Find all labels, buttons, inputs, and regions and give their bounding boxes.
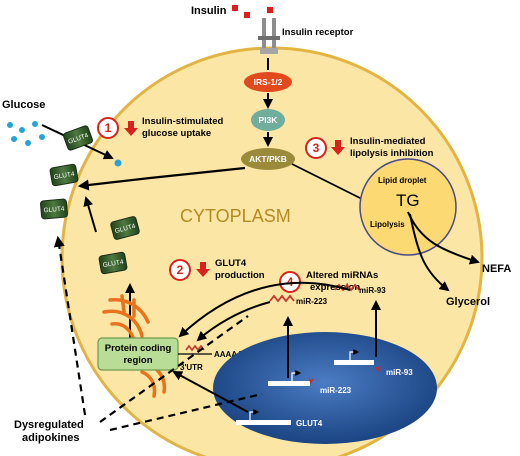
- glucose-molecules: [7, 121, 122, 167]
- effect-3: 3 Insulin-mediated lipolysis inhibition: [305, 136, 434, 159]
- glucose-label: Glucose: [2, 99, 45, 111]
- pi3k-node: [251, 109, 285, 131]
- utr-label: 3'UTR: [180, 363, 203, 372]
- effect-3-line1: Insulin-mediated: [350, 136, 426, 147]
- adipokines-line2: adipokines: [22, 432, 79, 444]
- effect-2-badge: [169, 259, 191, 281]
- glut4-vesicles: GLUT4 GLUT4: [98, 216, 140, 275]
- akt-label: AKT/PKB: [249, 154, 287, 164]
- glycerol-arrow: [409, 213, 450, 292]
- lipid-droplet-label: Lipid droplet: [378, 176, 427, 185]
- insulin-molecules: [232, 5, 273, 18]
- effect-2-line1: GLUT4: [215, 258, 247, 269]
- glut4-label: GLUT4: [102, 259, 124, 270]
- effect-1-line1: Insulin-stimulated: [142, 116, 223, 127]
- altered-expression-icon: [308, 378, 314, 384]
- akt-node: [241, 148, 295, 170]
- glut4-transcription-arrow: [172, 371, 249, 413]
- effect-3-badge: [305, 137, 327, 159]
- vesicle-translocation-arrow: [83, 196, 97, 233]
- insulin-receptor: [258, 18, 280, 54]
- effect-3-number: 3: [313, 141, 320, 155]
- glut4-label: GLUT4: [53, 171, 75, 182]
- glut4-membrane-transporters: GLUT4 GLUT4 GLUT4: [40, 125, 93, 220]
- adipokines-line1: Dysregulated: [14, 419, 84, 431]
- pi3k-label: PI3K: [259, 115, 279, 125]
- mir223-top-label: miR-223: [296, 297, 328, 306]
- effect-4-line2: expression: [310, 282, 360, 293]
- gene-mir93: [334, 349, 374, 365]
- altered-expression-icon: [375, 366, 381, 372]
- effect-4-line1: Altered miRNAs: [306, 270, 378, 281]
- mir93-to-utr-arrow: [178, 281, 351, 338]
- effect-2: 2 GLUT4 production: [169, 258, 265, 281]
- lipid-droplet: [359, 158, 457, 256]
- effect-2-line2: production: [215, 270, 265, 281]
- nefa-label: NEFA: [482, 263, 511, 275]
- cytoplasm-label: CYTOPLASM: [180, 206, 291, 226]
- effect-1-badge: [97, 117, 119, 139]
- protein-coding-line1: Protein coding: [105, 343, 172, 354]
- glut4-label: GLUT4: [43, 206, 65, 215]
- glycerol-label: Glycerol: [446, 296, 490, 308]
- mir223-nucleus-label: miR-223: [320, 386, 352, 395]
- irs-node: [244, 72, 292, 92]
- nucleus: [213, 332, 437, 444]
- effect-1-line2: glucose uptake: [142, 128, 211, 139]
- glut4-gene-label: GLUT4: [296, 419, 323, 428]
- effect-3-line2: lipolysis inhibition: [350, 148, 434, 159]
- effect-4: 4 Altered miRNAs expression: [279, 270, 378, 293]
- mir93-top-label: miR-93: [359, 286, 386, 295]
- polya-label: AAAAA: [214, 350, 243, 359]
- mir223-top-hairpin: [269, 294, 295, 303]
- akt-to-glut4-arrow: [77, 166, 246, 191]
- utr-bound-mirna: [185, 344, 205, 352]
- mir223-to-utr-arrow: [196, 301, 271, 342]
- mir93-nucleus-label: miR-93: [386, 368, 413, 377]
- effect-1-number: 1: [105, 121, 112, 135]
- protein-coding-line2: region: [123, 355, 152, 366]
- insulin-receptor-label: Insulin receptor: [282, 27, 354, 38]
- adipokine-influence-arrows: [53, 235, 263, 432]
- gene-mir223: [268, 370, 310, 386]
- tg-label: TG: [396, 191, 420, 210]
- mir93-top-hairpin: [334, 283, 360, 292]
- effect-4-number: 4: [287, 275, 294, 289]
- gene-glut4: [236, 409, 291, 425]
- irs-label: IRS-1/2: [254, 77, 283, 87]
- insulin-label: Insulin: [191, 5, 227, 17]
- effect-2-number: 2: [177, 263, 184, 277]
- lipolysis-label: Lipolysis: [370, 220, 405, 229]
- effect-1: 1 Insulin-stimulated glucose uptake: [97, 116, 223, 139]
